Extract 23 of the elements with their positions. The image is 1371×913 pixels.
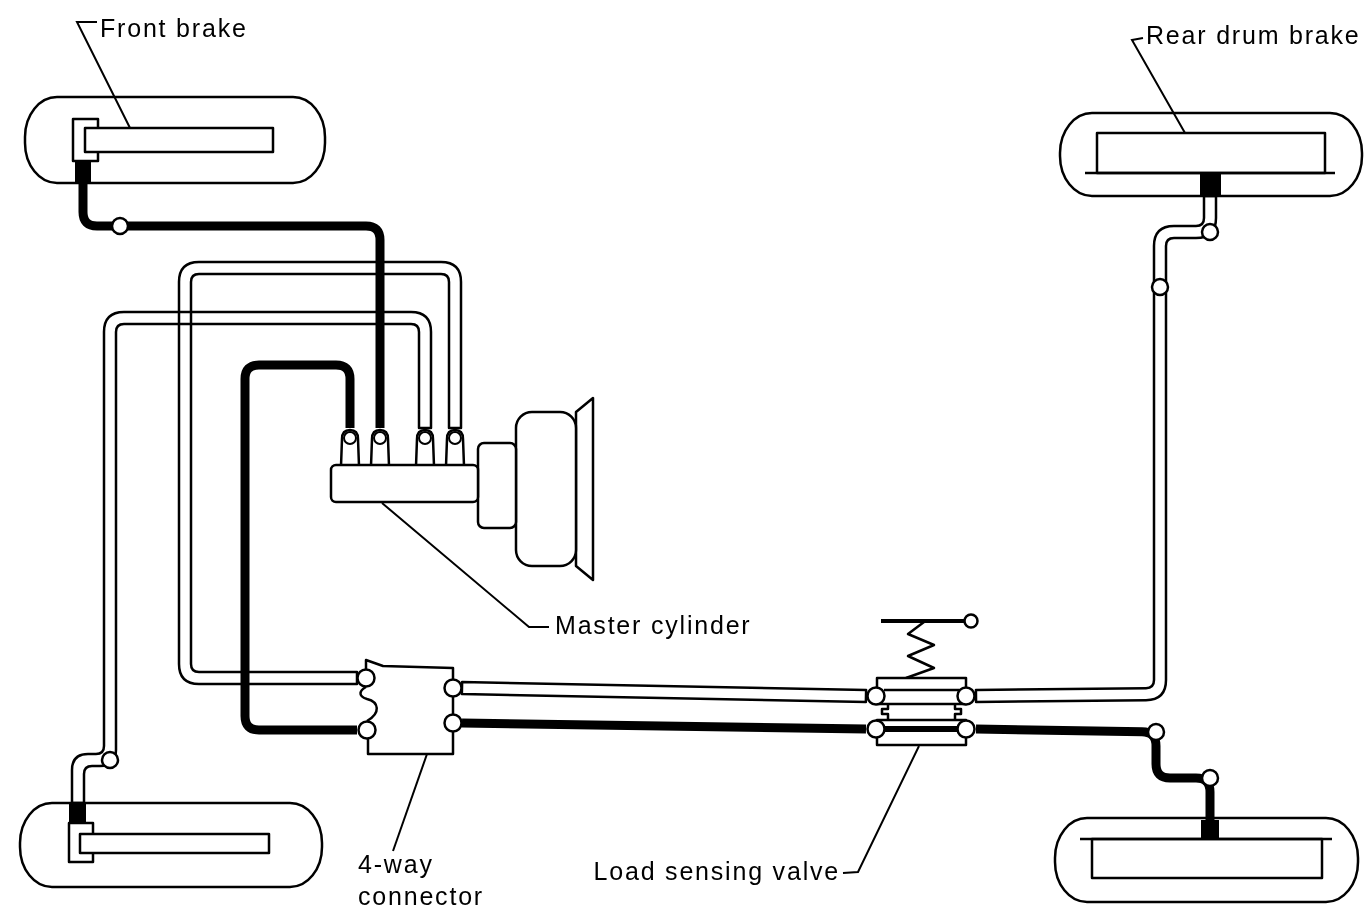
drum-brake [1083,131,1337,196]
brake-pipe [974,194,1218,704]
leader-line [842,745,920,874]
disc-brake [67,803,271,864]
disc-brake [71,117,275,182]
four-way-connector [356,658,464,756]
leader-line [381,502,550,628]
brake-pipe [461,718,867,734]
brake-pipe [240,360,357,735]
callout-label: Master cylinder [555,610,752,640]
callout-label: Rear drum brake [1146,20,1361,50]
brake-pipe [70,310,433,805]
callout-label: Front brake [100,13,248,43]
callout-label: 4-way connector [358,848,490,912]
leader-line [392,753,428,852]
brake-pipe [975,724,1215,820]
master-cylinder [329,428,480,504]
callout-label: Load sensing valve [593,856,840,886]
drum-brake [1078,820,1334,880]
brake-pipe [460,680,868,704]
brake-pipe [177,260,463,686]
leader-line [1130,37,1186,134]
leader-line [75,21,131,129]
